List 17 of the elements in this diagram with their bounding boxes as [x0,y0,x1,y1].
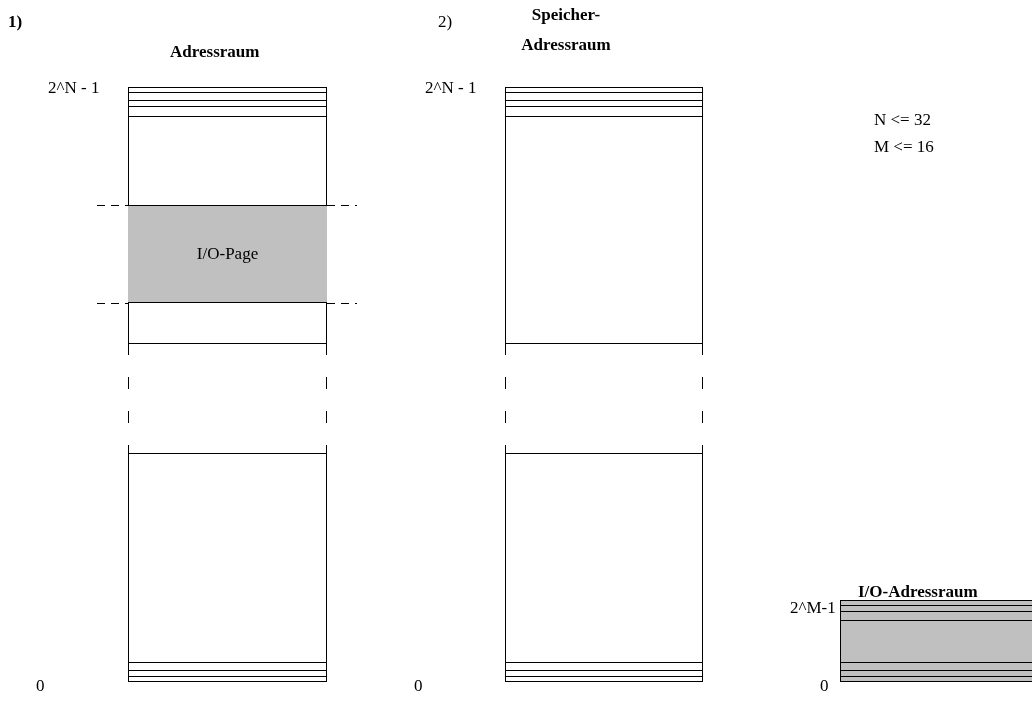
memory-column [128,87,327,682]
address-label: 0 [36,676,45,696]
column-heading: Speicher-Adressraum [520,4,612,56]
io-memory-column [840,600,1032,682]
column-heading: I/O-Adressraum [858,582,978,602]
column-heading: Adressraum [170,42,260,62]
address-label: 0 [820,676,829,696]
address-label: 2^N - 1 [425,78,477,98]
address-label: 0 [414,676,423,696]
panel-number: 1) [8,12,23,32]
address-label: 2^M-1 [790,598,836,618]
note: M <= 16 [874,137,934,157]
memory-column [505,87,703,682]
panel-number: 2) [438,12,453,32]
address-label: 2^N - 1 [48,78,100,98]
io-page-block: I/O-Page [128,205,327,303]
note: N <= 32 [874,110,931,130]
